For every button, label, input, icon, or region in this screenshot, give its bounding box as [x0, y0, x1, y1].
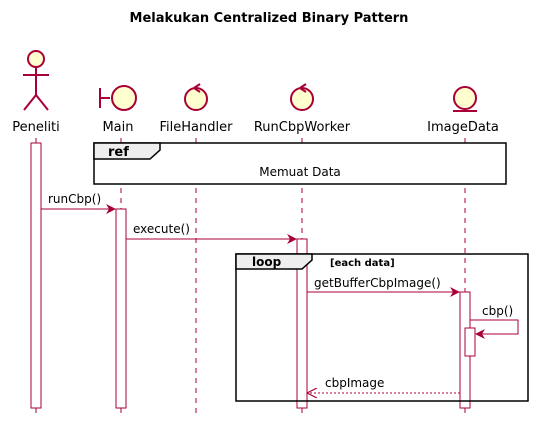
entity-icon	[453, 86, 477, 112]
loop-guard: [each data]	[330, 258, 395, 269]
message-runcbp: runCbp()	[41, 192, 116, 214]
message-cbp: cbp()	[470, 304, 519, 339]
ref-label: Memuat Data	[259, 165, 341, 179]
message-label-cbpimage: cbpImage	[325, 376, 384, 390]
diagram-title: Melakukan Centralized Binary Pattern	[130, 11, 409, 26]
activation-bars	[30, 142, 476, 409]
activation-peneliti	[30, 142, 42, 409]
message-label-getbuffercbpimage: getBufferCbpImage()	[314, 276, 441, 290]
control-icon	[290, 83, 314, 111]
boundary-icon	[99, 85, 137, 111]
message-getbuffercbpimage: getBufferCbpImage()	[307, 276, 460, 297]
actor-icon	[23, 50, 49, 111]
message-label-execute: execute()	[133, 222, 190, 236]
participant-label-main: Main	[102, 120, 133, 135]
participant-label-peneliti: Peneliti	[12, 120, 60, 135]
ref-tag: ref	[108, 145, 129, 160]
return-cbpimage: cbpImage	[308, 376, 460, 393]
ref-fragment: ref Memuat Data	[93, 142, 507, 185]
activation-runcbpworker	[296, 238, 308, 409]
participant-label-imagedata: ImageData	[427, 120, 499, 135]
loop-tag: loop	[252, 255, 282, 269]
activation-main	[115, 208, 127, 409]
loop-fragment: loop [each data]	[235, 253, 529, 402]
activation-imagedata-cbp	[464, 327, 476, 357]
message-execute: execute()	[126, 222, 297, 244]
control-icon	[184, 83, 208, 111]
message-label-cbp: cbp()	[482, 304, 513, 318]
participant-label-filehandler: FileHandler	[160, 120, 234, 135]
participant-label-runcbpworker: RunCbpWorker	[254, 120, 351, 135]
message-label-runcbp: runCbp()	[48, 192, 101, 206]
